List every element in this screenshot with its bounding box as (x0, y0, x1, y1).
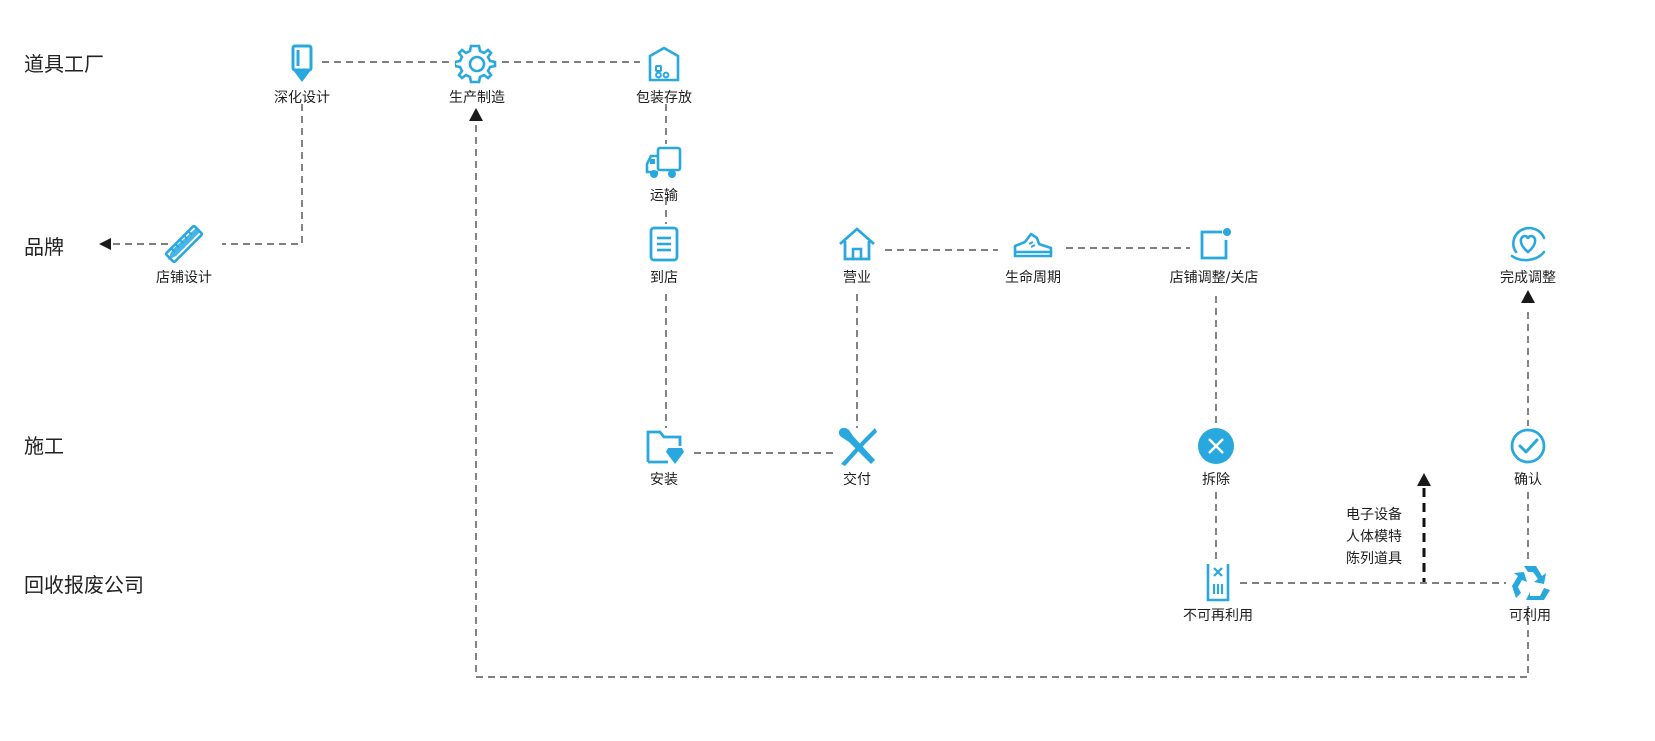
label-install: 安装 (650, 472, 678, 488)
label-packaging: 包装存放 (636, 90, 692, 106)
reuse-note-line: 电子设备 (1346, 507, 1402, 523)
lane-recycle: 回收报废公司 (24, 573, 144, 597)
notification-square-icon (1200, 228, 1231, 260)
node-lifecycle: 生命周期 (953, 222, 1113, 287)
trash-bin-icon (1206, 564, 1230, 602)
lane-construction: 施工 (24, 434, 64, 458)
label-not-reusable: 不可再利用 (1183, 608, 1253, 624)
tools-circle-icon (1198, 428, 1234, 464)
node-business: 营业 (777, 222, 937, 287)
warehouse-icon (648, 46, 680, 82)
node-arrive: 到店 (584, 222, 744, 287)
label-store-design: 店铺设计 (156, 270, 212, 286)
label-arrive: 到店 (650, 270, 678, 286)
folder-diamond-icon (646, 430, 684, 464)
label-dismantle: 拆除 (1202, 472, 1230, 488)
lane-brand: 品牌 (24, 235, 64, 259)
node-transport: 运输 (584, 140, 744, 205)
node-deep-design: 深化设计 (222, 42, 382, 107)
node-production: 生产制造 (397, 42, 557, 107)
ruler-pencil-icon (164, 224, 204, 264)
heart-hands-icon (1510, 226, 1546, 262)
label-adjust-close: 店铺调整/关店 (1169, 270, 1259, 286)
label-business: 营业 (843, 270, 871, 286)
node-dismantle: 拆除 (1136, 424, 1296, 489)
label-production: 生产制造 (449, 90, 505, 106)
gear-icon (455, 44, 497, 84)
label-deep-design: 深化设计 (274, 90, 330, 106)
node-reusable: 可利用 (1450, 560, 1610, 625)
house-icon (839, 227, 875, 261)
node-not-reusable: 不可再利用 (1138, 560, 1298, 625)
reuse-note-line: 陈列道具 (1346, 551, 1402, 567)
label-complete-adjust: 完成调整 (1500, 270, 1556, 286)
label-reusable: 可利用 (1509, 608, 1551, 624)
recycle-icon (1512, 566, 1550, 600)
label-transport: 运输 (650, 188, 678, 204)
node-store-design: 店铺设计 (104, 222, 264, 287)
node-deliver: 交付 (777, 424, 937, 489)
label-deliver: 交付 (843, 472, 871, 488)
truck-icon (645, 146, 682, 178)
tools-icon (839, 427, 877, 466)
reuse-note: 电子设备 人体模特 陈列道具 (1346, 504, 1402, 570)
node-complete-adjust: 完成调整 (1448, 222, 1608, 287)
lane-factory: 道具工厂 (24, 52, 104, 76)
pencil-icon (291, 44, 313, 82)
reuse-note-line: 人体模特 (1346, 529, 1402, 545)
sneaker-icon (1013, 232, 1053, 258)
node-confirm: 确认 (1448, 424, 1608, 489)
label-lifecycle: 生命周期 (1005, 270, 1061, 286)
check-circle-icon (1510, 428, 1546, 464)
node-adjust-close: 店铺调整/关店 (1134, 222, 1294, 287)
node-install: 安装 (584, 424, 744, 489)
checklist-icon (649, 226, 679, 262)
label-confirm: 确认 (1514, 472, 1542, 488)
node-packaging: 包装存放 (584, 42, 744, 107)
